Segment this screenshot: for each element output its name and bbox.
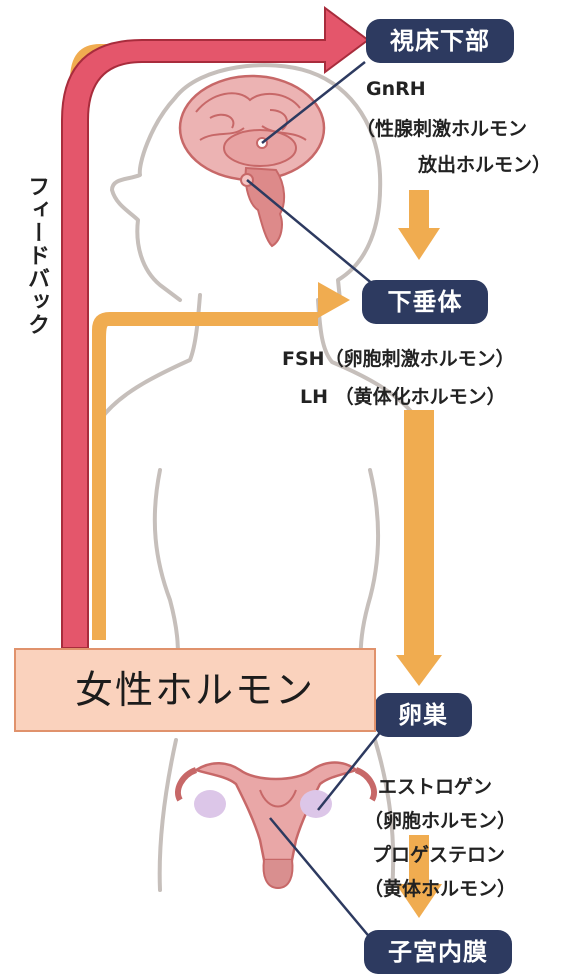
label-progesterone-name: （黄体ホルモン） <box>364 878 517 900</box>
connector-lines <box>246 61 383 941</box>
node-endometrium: 子宮内膜 <box>364 930 512 974</box>
label-fsh: FSH（卵胞刺激ホルモン） <box>282 348 515 370</box>
label-gnrh: GnRH <box>366 78 426 100</box>
arrow-feedback-red <box>61 6 370 649</box>
label-gnrh-name: （性腺刺激ホルモン <box>356 118 528 140</box>
label-estrogen: エストロゲン <box>378 776 493 798</box>
arrow-ovary-to-endometrium <box>396 835 442 918</box>
node-ovary: 卵巣 <box>374 693 472 737</box>
label-progesterone: プロゲステロン <box>372 844 506 866</box>
arrow-feedback-pituitary <box>92 282 350 640</box>
node-hypothalamus: 視床下部 <box>366 19 514 63</box>
brain-illustration <box>178 74 326 248</box>
label-gnrh-name-2: 放出ホルモン） <box>418 154 552 176</box>
female-hormone-box: 女性ホルモン <box>14 648 376 732</box>
node-pituitary: 下垂体 <box>362 280 488 324</box>
arrow-hypothalamus-to-pituitary <box>398 190 440 260</box>
uterus-illustration <box>175 761 377 890</box>
label-estrogen-name: （卵胞ホルモン） <box>364 810 517 832</box>
feedback-label: フィードバック <box>24 175 49 336</box>
arrow-pituitary-to-ovary <box>396 410 442 686</box>
label-lh: LH （黄体化ホルモン） <box>300 386 506 408</box>
